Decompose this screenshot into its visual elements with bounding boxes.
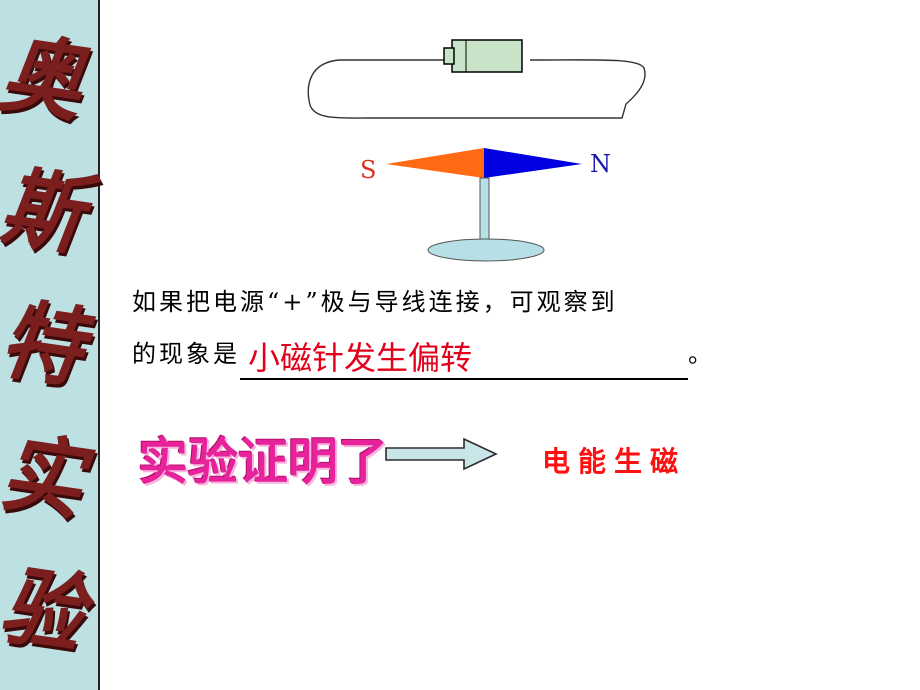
answer-text: 小磁针发生偏转 [248, 339, 473, 377]
sidebar-char-3: 特 [0, 289, 109, 400]
pole-south-label: S [360, 156, 377, 184]
sidebar-char-5: 验 [0, 555, 109, 666]
compass-stand-base [427, 238, 545, 262]
conclusion-label: 实验证明了 [138, 433, 388, 491]
sidebar-char-2: 斯 [0, 156, 109, 267]
conclusion-text: 电能生磁 [542, 445, 687, 478]
circuit-compass-diagram [307, 39, 646, 262]
needle-north-half [484, 148, 582, 178]
compass-stand-post [479, 177, 490, 243]
sidebar-char-1: 奥 [0, 23, 109, 133]
question-line-2: 的现象是小磁针发生偏转 。 [132, 328, 892, 380]
sidebar-char-4: 实 [0, 422, 109, 533]
question-text: 如果把电源“+”极与导线连接，可观察到 的现象是小磁针发生偏转 。 [132, 276, 892, 380]
answer-blank: 小磁针发生偏转 [240, 339, 688, 380]
question-prefix: 的现象是 [132, 340, 240, 368]
arrow-right-icon [385, 437, 498, 471]
battery-terminal [443, 47, 455, 65]
battery-body [451, 39, 523, 73]
question-suffix: 。 [688, 340, 715, 368]
pole-north-label: N [590, 150, 611, 178]
sidebar-title-vertical: 奥 斯 特 实 验 [0, 0, 108, 690]
question-line-1: 如果把电源“+”极与导线连接，可观察到 [132, 288, 618, 316]
wire [307, 59, 646, 119]
needle-south-half [386, 148, 484, 178]
